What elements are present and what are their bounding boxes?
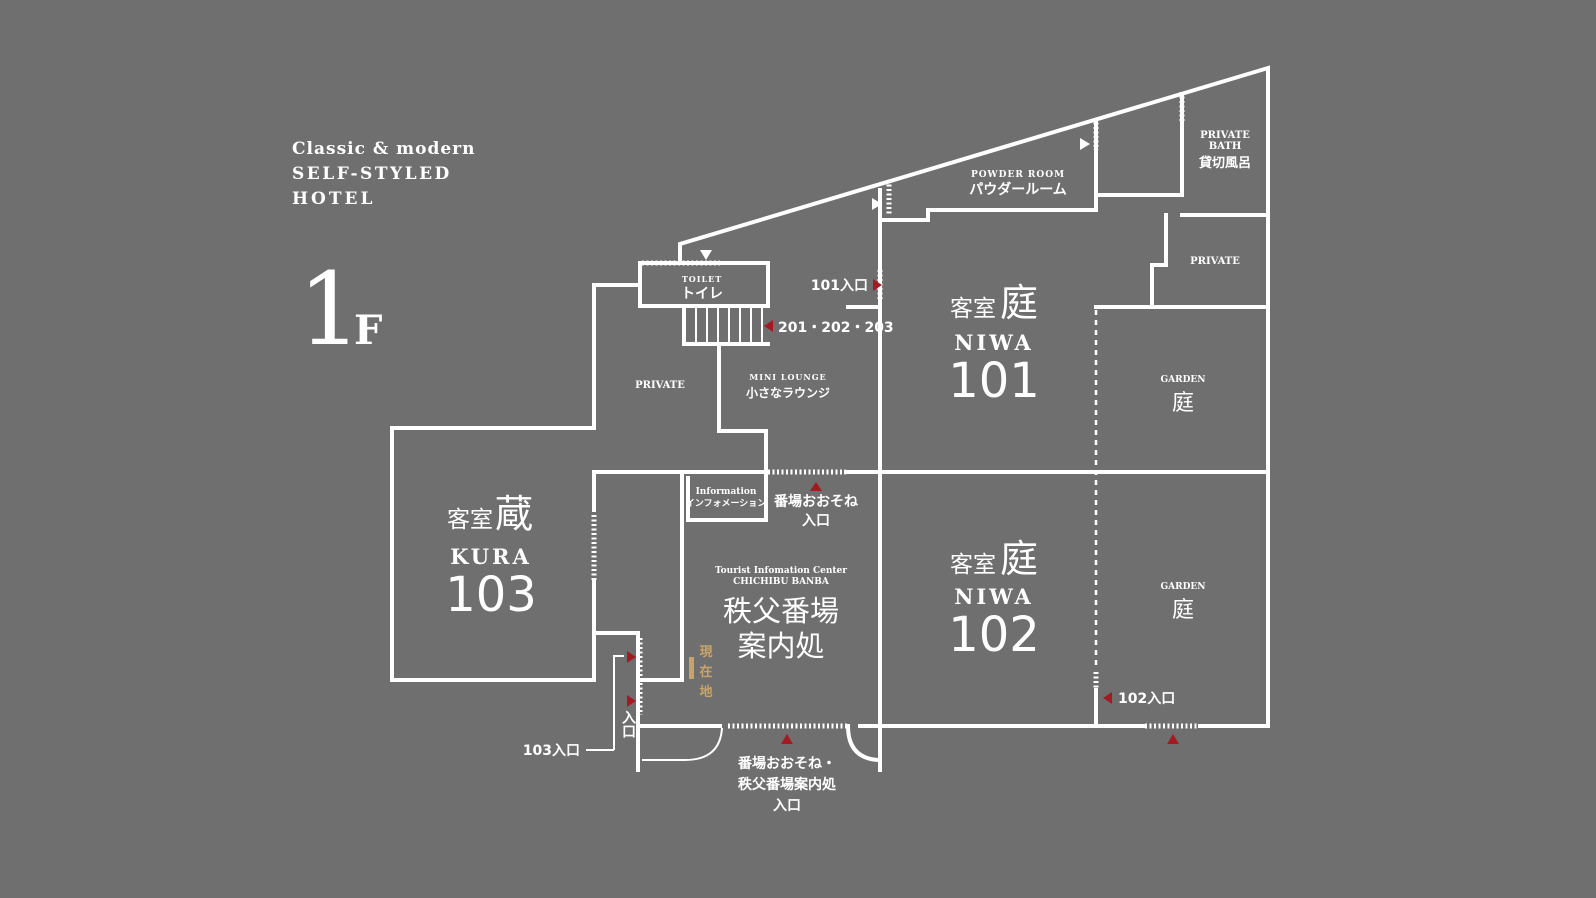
guide-103-vertical <box>613 655 624 750</box>
niwa101-number: 101 <box>948 353 1040 409</box>
tic-jp-1: 秩父番場 <box>723 594 839 628</box>
toilet-arrow-icon <box>700 250 712 260</box>
lounge-en: MINI LOUNGE <box>749 372 826 382</box>
powder-arrow-icon-2 <box>1080 138 1090 150</box>
info-en: Information <box>696 487 757 497</box>
toilet-en: TOILET <box>682 274 722 284</box>
private-right: PRIVATE <box>1190 256 1240 267</box>
space-labels: PRIVATE BATH 貸切風呂 POWDER ROOM パウダールーム PR… <box>635 130 1251 663</box>
you-are-here-marker <box>689 657 694 679</box>
kura-name-kanji: 蔵 <box>495 492 533 536</box>
entrance-201-202-203: 201・202・203 <box>778 320 894 336</box>
powder-en: POWDER ROOM <box>971 170 1065 180</box>
garden1-jp: 庭 <box>1172 391 1194 416</box>
tic-en-1: Tourist Infomation Center <box>715 566 847 576</box>
niwa101-label-jp: 客室 <box>950 296 996 322</box>
private-bath-jp: 貸切風呂 <box>1199 155 1251 171</box>
room-kura: 客室 蔵 KURA 103 <box>445 492 537 623</box>
walls <box>390 65 1270 772</box>
door-arc-right <box>845 723 881 763</box>
arrow-main-icon <box>781 734 793 744</box>
kura-number: 103 <box>445 567 537 623</box>
tic-en-2: CHICHIBU BANBA <box>733 577 830 587</box>
arrow-garden-icon <box>1167 734 1179 744</box>
entrance-banba-inner-1: 番場おおそね <box>773 493 858 510</box>
kura-label-jp: 客室 <box>447 507 493 533</box>
outer-wall-north-east <box>678 65 1270 728</box>
garden2-jp: 庭 <box>1172 598 1194 623</box>
arrow-201-icon <box>764 320 773 332</box>
powder-jp: パウダールーム <box>969 181 1067 198</box>
entrance-main-2: 秩父番場案内処 <box>738 776 837 793</box>
entrance-labels: 101入口 201・202・203 102入口 103入口 入口 番場おおそね … <box>523 278 1175 814</box>
stairs <box>695 308 763 342</box>
entrance-103: 103入口 <box>523 743 580 759</box>
info-desk <box>686 470 768 522</box>
bath-wall <box>1094 94 1184 197</box>
niwa102-name-kanji: 庭 <box>1000 537 1038 581</box>
you-are-here-c1: 現 <box>699 645 712 660</box>
entrance-102: 102入口 <box>1118 691 1175 707</box>
floor-number: 1 <box>298 251 362 368</box>
entrance-101: 101入口 <box>811 278 868 294</box>
niwa102-number: 102 <box>948 607 1040 663</box>
toilet-box <box>638 261 770 308</box>
outer-wall-west <box>390 283 642 772</box>
niwa101-name-kanji: 庭 <box>1000 281 1038 325</box>
you-are-here-c3: 地 <box>699 684 712 700</box>
arrow-102-icon <box>1103 692 1112 704</box>
header: Classic & modern SELF-STYLED HOTEL 1 F <box>292 139 476 368</box>
lounge-jp: 小さなラウンジ <box>746 385 830 400</box>
entrance-main-1: 番場おおそね・ <box>737 755 836 772</box>
toilet-jp: トイレ <box>681 286 723 302</box>
stair-box <box>682 304 770 346</box>
corridor-wall <box>640 470 684 682</box>
private-bath-en-1: PRIVATE <box>1200 130 1250 141</box>
arrow-103-icon-2 <box>627 695 636 707</box>
arrows <box>627 138 1179 744</box>
entrance-banba-inner-2: 入口 <box>802 513 830 529</box>
entrance-103-iriguchi: 入口 <box>620 710 636 738</box>
garden1-en: GARDEN <box>1160 375 1205 385</box>
niwa101-name-en: NIWA <box>954 330 1034 355</box>
private-left: PRIVATE <box>635 380 685 391</box>
powder-south-wall <box>878 118 1098 222</box>
floor-letter: F <box>354 307 382 354</box>
arrow-101-icon <box>873 279 882 291</box>
info-jp: インフォメーション <box>686 498 767 509</box>
garden2-en: GARDEN <box>1160 582 1205 592</box>
you-are-here-c2: 在 <box>699 664 712 680</box>
you-are-here: 現 在 地 <box>699 645 712 700</box>
powder-arrow-icon-1 <box>872 198 882 210</box>
tagline-2: SELF-STYLED <box>292 164 452 184</box>
entrance-main-3: 入口 <box>773 798 801 814</box>
arrow-banba-inner-icon <box>810 482 822 491</box>
tic-jp-2: 案内処 <box>737 629 824 663</box>
arrow-103-icon-1 <box>627 651 636 663</box>
tagline-1: Classic & modern <box>292 139 476 159</box>
door-arc-left <box>642 727 723 761</box>
kura-name-en: KURA <box>450 544 532 569</box>
private-bath-en-2: BATH <box>1209 141 1242 152</box>
tagline-3: HOTEL <box>292 189 375 209</box>
private-step-wall <box>1094 213 1168 309</box>
niwa102-label-jp: 客室 <box>950 552 996 578</box>
room-niwa-102: 客室 庭 NIWA 102 <box>948 537 1040 663</box>
lounge-wall <box>717 342 768 472</box>
niwa102-name-en: NIWA <box>954 584 1034 609</box>
room-niwa-101: 客室 庭 NIWA 101 <box>948 281 1040 409</box>
doors <box>591 92 1198 729</box>
